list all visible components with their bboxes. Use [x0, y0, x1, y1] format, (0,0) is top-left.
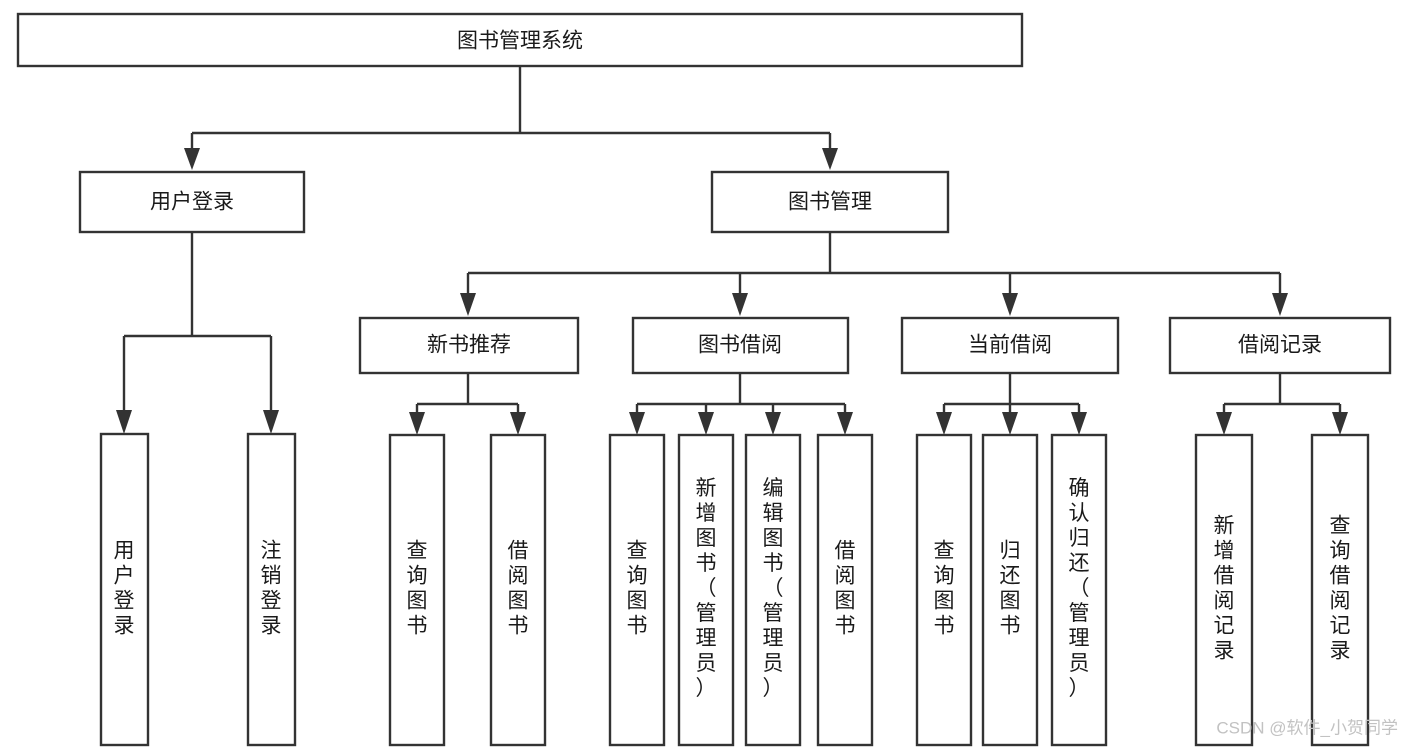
node-leaf-confirm-return-label: 确认归还（管理员） [1069, 477, 1090, 700]
node-new-book-recommend[interactable]: 新书推荐 [358, 316, 580, 375]
node-user-login[interactable]: 用户登录 [78, 170, 306, 234]
node-leaf-logout-login[interactable]: 注销登录 [246, 432, 297, 747]
node-root[interactable]: 图书管理系统 [16, 12, 1024, 68]
node-borrow-record[interactable]: 借阅记录 [1168, 316, 1392, 375]
node-leaf-borrow-book-2-box[interactable] [816, 433, 874, 747]
node-book-borrow-label: 图书借阅 [698, 334, 782, 357]
node-book-borrow-box[interactable] [631, 316, 850, 375]
arrowhead-leaf-user-login [116, 410, 132, 434]
node-leaf-borrow-book-2[interactable]: 借阅图书 [816, 433, 874, 747]
node-leaf-logout-login-label: 注销登录 [261, 539, 282, 637]
node-leaf-edit-book-box[interactable] [744, 433, 802, 747]
node-root-box[interactable] [16, 12, 1024, 68]
arrowhead-leaf-confirm-return [1071, 412, 1087, 435]
node-leaf-return-book-label: 归还图书 [1000, 539, 1021, 637]
node-leaf-query-borrow-record-label: 查询借阅记录 [1330, 514, 1351, 662]
node-leaf-query-book-2[interactable]: 查询图书 [608, 433, 666, 747]
arrowhead-new-book-recommend [460, 293, 476, 316]
arrowhead-borrow-record [1272, 293, 1288, 316]
node-leaf-user-login[interactable]: 用户登录 [99, 432, 150, 747]
node-leaf-return-book-box[interactable] [981, 433, 1039, 747]
node-leaf-query-book-1-label: 查询图书 [407, 539, 428, 637]
node-borrow-record-label: 借阅记录 [1238, 334, 1322, 357]
node-leaf-user-login-label: 用户登录 [114, 539, 135, 637]
node-leaf-query-book-2-label: 查询图书 [627, 539, 648, 637]
arrowhead-leaf-logout-login [263, 410, 279, 434]
connector-layer [116, 66, 1348, 435]
node-leaf-add-borrow-record[interactable]: 新增借阅记录 [1194, 433, 1254, 747]
node-leaf-query-book-1[interactable]: 查询图书 [388, 433, 446, 747]
arrowhead-leaf-query-borrow-record [1332, 412, 1348, 435]
arrowhead-leaf-add-borrow-record [1216, 412, 1232, 435]
node-leaf-add-book-label: 新增图书（管理员） [696, 477, 717, 700]
arrowhead-leaf-add-book [698, 412, 714, 435]
node-leaf-borrow-book-1-label: 借阅图书 [508, 539, 529, 637]
node-leaf-query-book-3-label: 查询图书 [934, 539, 955, 637]
arrowhead-leaf-edit-book [765, 412, 781, 435]
node-leaf-borrow-book-2-label: 借阅图书 [835, 539, 856, 637]
arrowhead-leaf-borrow-book-2 [837, 412, 853, 435]
node-leaf-add-book-box[interactable] [677, 433, 735, 747]
node-new-book-recommend-box[interactable] [358, 316, 580, 375]
node-leaf-confirm-return[interactable]: 确认归还（管理员） [1050, 433, 1108, 747]
node-leaf-query-book-2-box[interactable] [608, 433, 666, 747]
node-leaf-add-book[interactable]: 新增图书（管理员） [677, 433, 735, 747]
node-current-borrow-box[interactable] [900, 316, 1120, 375]
node-leaf-edit-book[interactable]: 编辑图书（管理员） [744, 433, 802, 747]
node-leaf-add-borrow-record-box[interactable] [1194, 433, 1254, 747]
node-leaf-borrow-book-1[interactable]: 借阅图书 [489, 433, 547, 747]
arrowhead-leaf-query-book-2 [629, 412, 645, 435]
arrowhead-user-login [184, 148, 200, 170]
node-leaf-query-book-1-box[interactable] [388, 433, 446, 747]
node-leaf-confirm-return-box[interactable] [1050, 433, 1108, 747]
arrowhead-current-borrow [1002, 293, 1018, 316]
node-new-book-recommend-label: 新书推荐 [427, 334, 511, 357]
node-leaf-return-book[interactable]: 归还图书 [981, 433, 1039, 747]
node-root-label: 图书管理系统 [457, 30, 583, 53]
arrowhead-leaf-query-book-1 [409, 412, 425, 435]
node-leaf-query-book-3[interactable]: 查询图书 [915, 433, 973, 747]
node-leaf-borrow-book-1-box[interactable] [489, 433, 547, 747]
node-user-login-box[interactable] [78, 170, 306, 234]
node-book-management-label: 图书管理 [788, 191, 872, 214]
arrowhead-book-borrow [732, 293, 748, 316]
node-leaf-edit-book-label: 编辑图书（管理员） [763, 477, 784, 700]
arrowhead-leaf-borrow-book-1 [510, 412, 526, 435]
node-leaf-query-borrow-record-box[interactable] [1310, 433, 1370, 747]
node-current-borrow[interactable]: 当前借阅 [900, 316, 1120, 375]
node-borrow-record-box[interactable] [1168, 316, 1392, 375]
node-leaf-user-login-box[interactable] [99, 432, 150, 747]
arrowhead-book-management [822, 148, 838, 170]
node-leaf-add-borrow-record-label: 新增借阅记录 [1214, 514, 1235, 662]
node-leaf-logout-login-box[interactable] [246, 432, 297, 747]
arrowhead-leaf-return-book [1002, 412, 1018, 435]
node-leaf-query-borrow-record[interactable]: 查询借阅记录 [1310, 433, 1370, 747]
node-leaf-query-book-3-box[interactable] [915, 433, 973, 747]
csdn-watermark: CSDN @软件_小贺同学 [1216, 718, 1398, 737]
node-book-borrow[interactable]: 图书借阅 [631, 316, 850, 375]
node-user-login-label: 用户登录 [150, 191, 234, 214]
node-book-management[interactable]: 图书管理 [710, 170, 950, 234]
node-book-management-box[interactable] [710, 170, 950, 234]
arrowhead-leaf-query-book-3 [936, 412, 952, 435]
node-current-borrow-label: 当前借阅 [968, 334, 1052, 357]
